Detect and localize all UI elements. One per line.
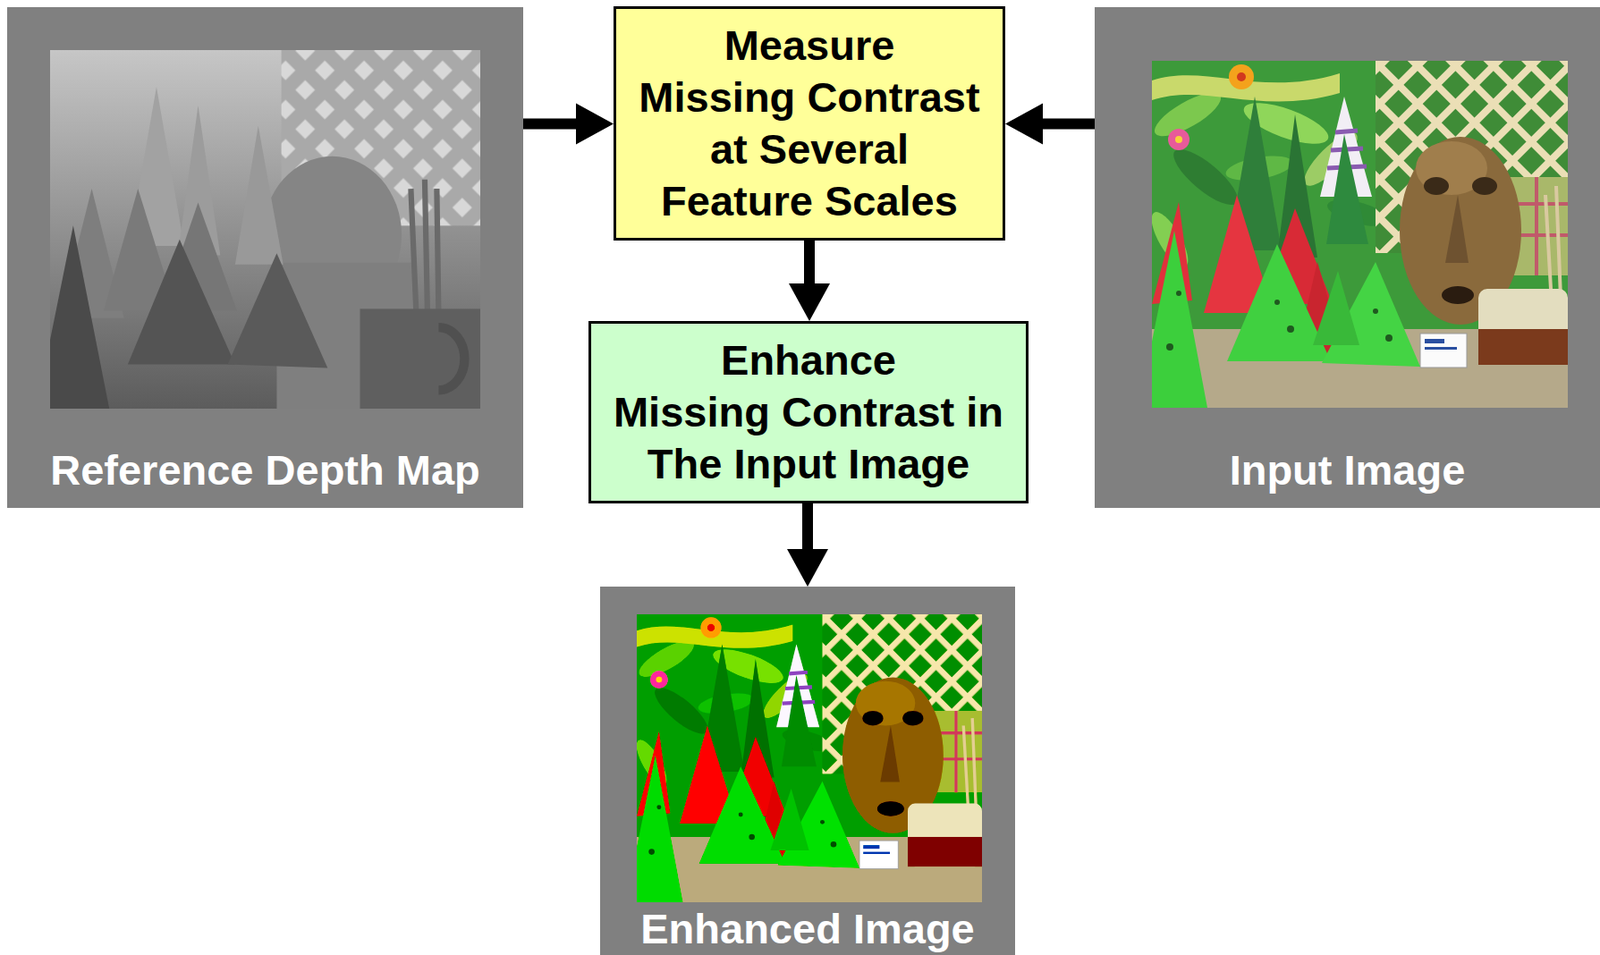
process-box: Measure Missing Contrast at Several Feat…	[613, 6, 1006, 241]
text-line: The Input Image	[613, 438, 1004, 491]
depth-map-image	[50, 50, 481, 409]
text-line: Measure	[638, 19, 980, 72]
image-panel: Enhanced Image	[600, 586, 1016, 955]
arrow-shaft	[802, 503, 813, 551]
process-label: Measure Missing Contrast at Several Feat…	[638, 19, 980, 228]
arrow-shaft	[804, 240, 815, 286]
image-caption: Input Image	[1229, 447, 1466, 494]
arrow-head	[1005, 103, 1043, 145]
text-line: at Several	[638, 123, 980, 176]
process-label: Enhance Missing Contrast in The Input Im…	[613, 334, 1004, 491]
text-line: Missing Contrast	[638, 71, 980, 124]
arrow-connector	[523, 103, 614, 145]
arrow-connector	[1005, 103, 1095, 145]
image-caption: Reference Depth Map	[50, 447, 481, 494]
enhanced-scene	[636, 614, 983, 903]
arrow-connector	[788, 240, 830, 322]
arrow-shaft	[1041, 118, 1095, 130]
text-line: Missing Contrast in	[613, 386, 1004, 439]
arrow-head	[787, 549, 829, 587]
image-caption: Enhanced Image	[640, 905, 975, 953]
image-panel: Reference Depth Map	[7, 7, 524, 508]
enhanced-photo	[636, 614, 983, 903]
input-photo	[1151, 60, 1568, 408]
arrow-head	[575, 103, 614, 145]
image-panel: Input Image	[1094, 7, 1600, 508]
depth-scene	[50, 50, 481, 409]
arrow-connector	[787, 503, 829, 587]
arrow-shaft	[523, 118, 578, 130]
arrow-head	[788, 283, 830, 322]
process-box: Enhance Missing Contrast in The Input Im…	[588, 321, 1029, 504]
text-line: Feature Scales	[638, 175, 980, 228]
photo-scene	[1151, 60, 1568, 408]
text-line: Enhance	[613, 334, 1004, 387]
